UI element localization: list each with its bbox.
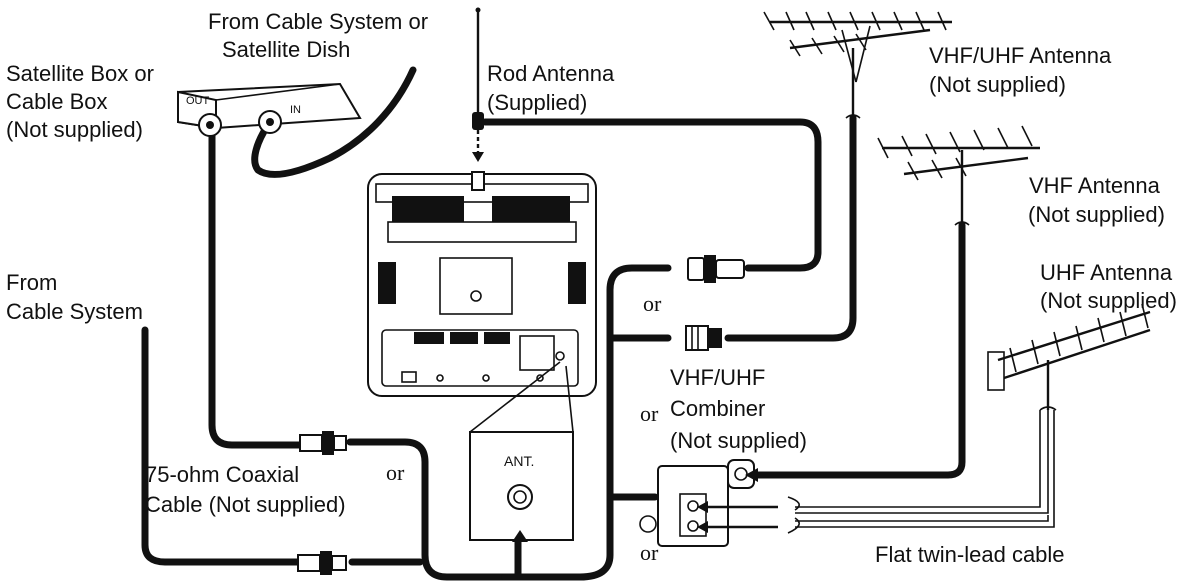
label-coaxial-cable: 75-ohm Coaxial	[145, 462, 299, 487]
label-from: From	[6, 270, 57, 295]
ant-port-label: ANT.	[504, 453, 534, 469]
f-type-connector	[685, 325, 722, 351]
rod-antenna	[472, 7, 484, 162]
rod-antenna-plug	[687, 255, 745, 283]
label-cable-box: Cable Box	[6, 89, 108, 114]
dish-input-cable	[251, 66, 417, 178]
tv-back-panel	[367, 171, 597, 397]
or-label-combiner: or	[640, 401, 659, 426]
right-loop-cable	[501, 264, 672, 581]
label-combiner-not-supplied: (Not supplied)	[670, 428, 807, 453]
uhf-antenna	[987, 303, 1151, 411]
satellite-cable-box: OUT IN	[177, 82, 362, 137]
or-label-bottom: or	[640, 540, 659, 565]
rod-antenna-cable	[481, 118, 822, 272]
label-uhf-antenna: UHF Antenna	[1040, 260, 1173, 285]
label-satellite-box: Satellite Box or	[6, 61, 154, 86]
label-from-cable-or-dish: From Cable System or	[208, 9, 428, 34]
label-vhf-uhf-antenna: VHF/UHF Antenna	[929, 43, 1112, 68]
ant-port	[507, 484, 533, 510]
coax-cable-upper	[346, 438, 509, 581]
ant-callout: ANT.	[469, 361, 574, 542]
flat-twin-lead-cables	[697, 410, 1055, 534]
box-in-label: IN	[290, 104, 301, 116]
label-cable-system: Cable System	[6, 299, 143, 324]
rod-antenna-socket	[471, 171, 485, 191]
coax-connector-upper	[299, 431, 347, 455]
label-uhf-not-supplied: (Not supplied)	[1040, 288, 1177, 313]
coax-connector-lower	[297, 551, 347, 575]
box-output-cable	[208, 124, 304, 449]
or-label-coax: or	[386, 460, 405, 485]
label-vhf-uhf-not-supplied: (Not supplied)	[929, 72, 1066, 97]
vhf-uhf-antenna-cable	[724, 114, 857, 342]
label-satellite-dish: Satellite Dish	[222, 37, 350, 62]
vhf-uhf-antenna	[763, 11, 952, 119]
cable-system-cable	[141, 326, 302, 566]
vhf-antenna	[877, 125, 1040, 226]
label-vhf-antenna: VHF Antenna	[1029, 173, 1161, 198]
label-flat-twin-lead: Flat twin-lead cable	[875, 542, 1065, 567]
box-out-label: OUT	[186, 95, 210, 107]
label-combiner: Combiner	[670, 396, 765, 421]
label-combiner-vhf-uhf: VHF/UHF	[670, 365, 765, 390]
vhf-uhf-combiner	[639, 459, 758, 547]
label-vhf-not-supplied: (Not supplied)	[1028, 202, 1165, 227]
label-coaxial-not-supplied: Cable (Not supplied)	[145, 492, 346, 517]
label-rod-antenna: Rod Antenna	[487, 61, 615, 86]
label-sat-box-not-supplied: (Not supplied)	[6, 117, 143, 142]
vhf-antenna-cable	[754, 221, 966, 479]
label-rod-supplied: (Supplied)	[487, 90, 587, 115]
or-label-connectors: or	[643, 291, 662, 316]
